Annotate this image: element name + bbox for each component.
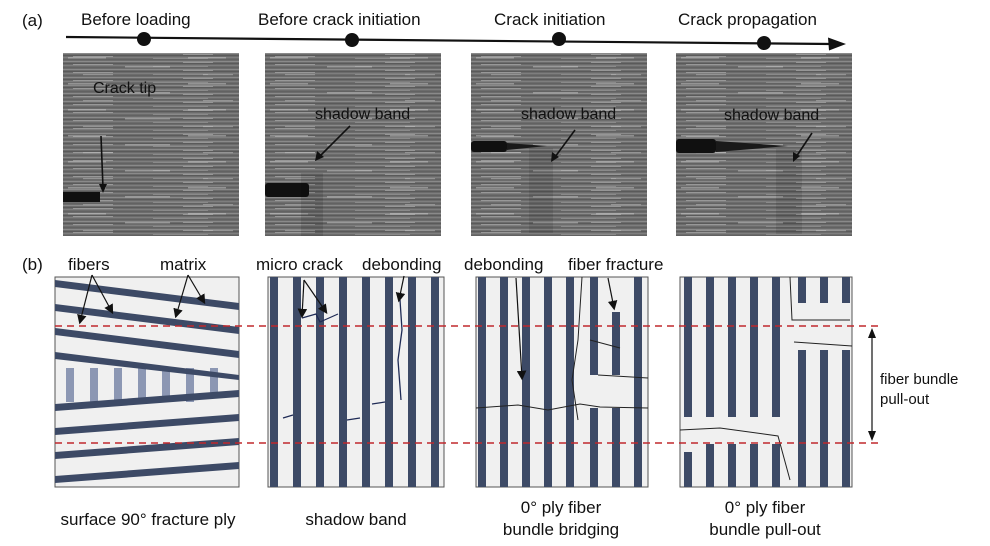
- shadow-band-label-1: shadow band: [315, 106, 411, 123]
- stage-label-crack-initiation: Crack initiation: [494, 10, 606, 29]
- micro-crack-label: micro crack: [256, 255, 343, 274]
- fiber-fracture-label: fiber fracture: [568, 255, 664, 274]
- crack-tip-label: Crack tip: [93, 80, 157, 97]
- caption-3-line-1: 0° ply fiber: [520, 498, 602, 517]
- shadow-band-label-3: shadow band: [724, 107, 820, 124]
- matrix-label: matrix: [160, 255, 207, 274]
- side-note-line-2: pull-out: [880, 391, 930, 409]
- stage-label-before-loading: Before loading: [81, 10, 191, 29]
- side-note-line-1: fiber bundle: [880, 371, 959, 388]
- diagram-shadow-band: [267, 275, 445, 488]
- fibers-label: fibers: [68, 255, 110, 274]
- timeline-dot-4: [757, 36, 771, 50]
- stage-label-before-crack: Before crack initiation: [258, 10, 421, 29]
- stage-label-crack-propagation: Crack propagation: [678, 10, 817, 29]
- caption-2: shadow band: [256, 509, 456, 531]
- photo-crack-initiation: [471, 53, 647, 236]
- panel-a-label: (a): [22, 11, 43, 30]
- caption-4-line-2: bundle pull-out: [709, 520, 821, 540]
- photo-crack-propagation: [676, 53, 852, 236]
- shadow-band-label-2: shadow band: [521, 106, 617, 123]
- debonding-label-1: debonding: [362, 255, 442, 274]
- timeline-dot-1: [137, 32, 151, 46]
- diagram-bundle-pullout: [679, 276, 853, 488]
- caption-4-line-1: 0° ply fiber: [724, 498, 806, 517]
- panel-b-label: (b): [22, 255, 43, 274]
- caption-4: 0° ply fiber bundle pull-out: [670, 497, 860, 541]
- photo-before-crack-initiation: [265, 53, 441, 236]
- caption-2-line-1: shadow band: [305, 510, 407, 529]
- diagram-bundle-bridging: [475, 276, 649, 488]
- caption-3: 0° ply fiber bundle bridging: [466, 497, 656, 541]
- timeline-arrow: [65, 32, 846, 51]
- diagram-90-ply: [54, 274, 240, 488]
- caption-3-line-2: bundle bridging: [502, 520, 620, 540]
- timeline-dot-2: [345, 33, 359, 47]
- caption-1-line-1: surface 90° fracture ply: [60, 510, 236, 529]
- notch: [63, 192, 100, 202]
- caption-1: surface 90° fracture ply: [34, 509, 262, 531]
- photo-before-loading: [63, 53, 239, 236]
- debonding-label-2: debonding: [464, 255, 544, 274]
- side-note: fiber bundle pull-out: [880, 370, 958, 411]
- timeline-dot-3: [552, 32, 566, 46]
